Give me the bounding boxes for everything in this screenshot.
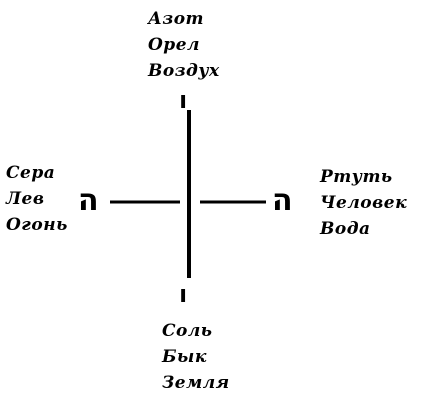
- top-word-2: Орел: [148, 35, 200, 55]
- left-he-letter: ה: [78, 183, 99, 218]
- left-word-3: Огонь: [6, 215, 68, 235]
- bottom-word-3: Земля: [162, 373, 230, 393]
- right-word-3: Вода: [320, 219, 371, 239]
- left-words: Сера Лев Огонь: [6, 160, 68, 238]
- bottom-words: Соль Бык Земля: [162, 318, 230, 396]
- right-words: Ртуть Человек Вода: [320, 164, 407, 242]
- bottom-vav-letter: ו: [179, 280, 188, 308]
- right-word-2: Человек: [320, 193, 408, 213]
- top-word-1: Азот: [148, 9, 205, 29]
- bottom-word-2: Бык: [162, 347, 207, 367]
- top-vav-letter: ו: [179, 86, 188, 114]
- bottom-word-1: Соль: [162, 321, 213, 341]
- right-word-1: Ртуть: [320, 167, 393, 187]
- left-word-1: Сера: [6, 163, 56, 183]
- left-word-2: Лев: [6, 189, 45, 209]
- right-he-letter: ה: [272, 183, 293, 218]
- top-word-3: Воздух: [148, 61, 220, 81]
- top-words: Азот Орел Воздух: [148, 6, 220, 84]
